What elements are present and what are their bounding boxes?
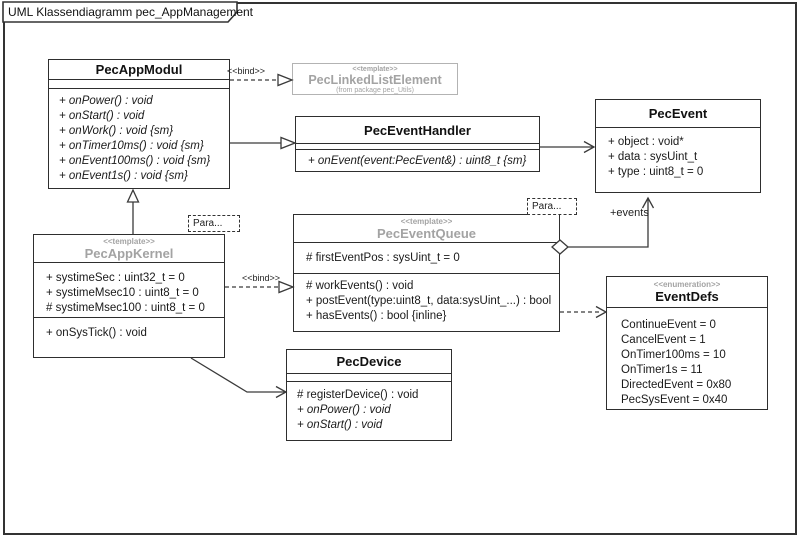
class-title: PecEvent — [596, 100, 760, 127]
member-row: + onStart() : void — [297, 419, 383, 431]
bind-label-modul-linkedlist: <<bind>> — [227, 66, 266, 76]
member-row: + postEvent(type:uint8_t, data:sysUint_.… — [306, 295, 552, 307]
class-name: PecLinkedListElement — [308, 73, 442, 87]
bind-label-kernel-queue: <<bind>> — [242, 273, 281, 283]
member-row: + hasEvents() : bool {inline} — [306, 310, 447, 322]
attributes-compartment: + object : void* + data : sysUint_t + type… — [596, 127, 760, 192]
class-name: PecAppModul — [95, 62, 183, 77]
member-row: + onTimer10ms() : void {sm} — [59, 140, 204, 152]
class-pecdevice[interactable]: PecDevice # registerDevice() : void + onP… — [286, 349, 452, 441]
diagram-title: UML Klassendiagramm pec_AppManagement — [8, 5, 254, 19]
member-row: + onEvent100ms() : void {sm} — [59, 155, 211, 167]
operations-compartment: # registerDevice() : void + onPower() : v… — [287, 381, 451, 440]
member-row: CancelEvent = 1 — [621, 334, 706, 346]
enum-values-compartment: ContinueEvent = 0 CancelEvent = 1 OnTimer1… — [607, 307, 767, 409]
events-role-label: +events — [610, 207, 649, 219]
class-name: PecEventQueue — [377, 225, 476, 241]
class-peceventqueue[interactable]: <<template>> PecEventQueue # firstEventP… — [293, 214, 560, 332]
class-name: PecAppKernel — [84, 245, 174, 261]
member-row: + onPower() : void — [59, 95, 153, 107]
class-pecevent[interactable]: PecEvent + object : void* + data : sysUin… — [595, 99, 761, 193]
member-row: + type : uint8_t = 0 — [608, 166, 704, 178]
operations-compartment: + onPower() : void + onStart() : void + on… — [49, 88, 229, 188]
class-name: PecDevice — [336, 354, 402, 369]
member-row: + onEvent(event:PecEvent&) : uint8_t {sm… — [308, 155, 527, 167]
template-param-box-queue[interactable]: Para... — [527, 198, 577, 215]
member-row: + onSysTick() : void — [46, 327, 147, 339]
attributes-compartment-empty — [296, 143, 539, 149]
member-row: + onEvent1s() : void {sm} — [59, 170, 188, 182]
member-row: OnTimer1s = 11 — [621, 364, 703, 376]
member-row: + onStart() : void — [59, 110, 145, 122]
class-peclinkedlistelement[interactable]: <<template>> PecLinkedListElement (from … — [292, 63, 458, 95]
member-row: OnTimer100ms = 10 — [621, 349, 726, 361]
generalization-kernel-modul — [126, 188, 140, 234]
attributes-compartment: # firstEventPos : sysUint_t = 0 — [294, 242, 559, 273]
class-origin-package: (from package pec_Utils) — [336, 87, 414, 94]
class-name: PecEvent — [648, 106, 708, 121]
class-name: EventDefs — [655, 289, 719, 304]
member-row: # firstEventPos : sysUint_t = 0 — [306, 252, 460, 264]
bind-arrow-modul-linkedlist — [230, 73, 294, 87]
member-row: + systimeMsec10 : uint8_t = 0 — [46, 287, 199, 299]
member-row: ContinueEvent = 0 — [621, 319, 716, 331]
class-title: PecDevice — [287, 350, 451, 373]
operations-compartment: + onSysTick() : void — [34, 317, 224, 357]
attributes-compartment-empty — [287, 373, 451, 381]
operations-compartment: + onEvent(event:PecEvent&) : uint8_t {sm… — [296, 149, 539, 171]
bind-arrow-kernel-queue — [225, 280, 295, 294]
class-peceventhandler[interactable]: PecEventHandler + onEvent(event:PecEvent… — [295, 116, 540, 172]
class-name: PecEventHandler — [364, 122, 471, 138]
member-row: + onPower() : void — [297, 404, 391, 416]
class-pecappkernel[interactable]: <<template>> PecAppKernel + systimeSec :… — [33, 234, 225, 358]
association-kernel-device — [190, 357, 288, 399]
class-title: <<template>> PecAppKernel — [34, 235, 224, 262]
generalization-modul-eventhandler — [230, 136, 297, 150]
class-stereotype: <<template>> — [352, 66, 398, 73]
class-stereotype: <<template>> — [103, 236, 155, 246]
dependency-queue-eventdefs — [560, 305, 608, 319]
class-title: PecEventHandler — [296, 117, 539, 143]
member-row: DirectedEvent = 0x80 — [621, 379, 732, 391]
class-pecappmodul[interactable]: PecAppModul + onPower() : void + onStart(… — [48, 59, 230, 189]
class-title: PecAppModul — [49, 60, 229, 79]
member-row: + object : void* — [608, 136, 684, 148]
member-row: + data : sysUint_t — [608, 151, 698, 163]
template-param-box-kernel[interactable]: Para... — [188, 215, 240, 232]
attributes-compartment: + systimeSec : uint32_t = 0 + systimeMsec… — [34, 262, 224, 317]
member-row: + onWork() : void {sm} — [59, 125, 174, 137]
class-title: <<template>> PecEventQueue — [294, 215, 559, 242]
member-row: + systimeSec : uint32_t = 0 — [46, 272, 185, 284]
class-stereotype: <<template>> — [400, 216, 453, 226]
member-row: # registerDevice() : void — [297, 389, 419, 401]
association-eventhandler-event — [540, 140, 596, 154]
member-row: PecSysEvent = 0x40 — [621, 394, 728, 406]
class-stereotype: <<enumeration>> — [653, 280, 721, 289]
member-row: # systimeMsec100 : uint8_t = 0 — [46, 302, 205, 314]
class-title: <<enumeration>> EventDefs — [607, 277, 767, 307]
member-row: # workEvents() : void — [306, 280, 414, 292]
operations-compartment: # workEvents() : void + postEvent(type:ui… — [294, 273, 559, 331]
class-eventdefs[interactable]: <<enumeration>> EventDefs ContinueEvent … — [606, 276, 768, 410]
attributes-compartment-empty — [49, 79, 229, 88]
